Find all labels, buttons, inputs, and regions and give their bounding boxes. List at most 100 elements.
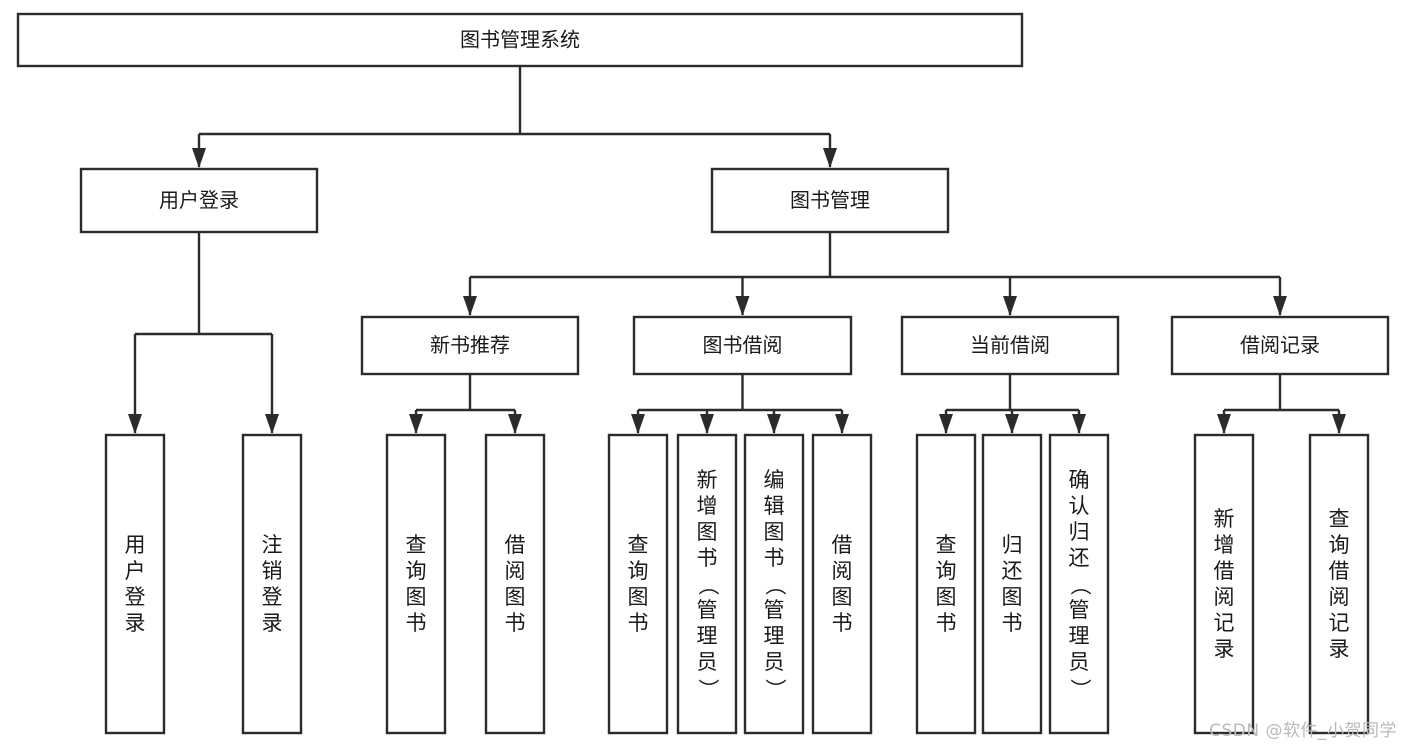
node-leaf-10-label-char: 管 — [1069, 598, 1090, 622]
node-leaf-2-label-char: 询 — [406, 559, 427, 583]
arrow-down-icon-leaf-0-0 — [128, 414, 142, 434]
node-leaf-7-rect — [811, 433, 873, 735]
node-leaf-8-label-char: 询 — [936, 559, 957, 583]
node-leaf-5-label-char: 管 — [697, 598, 718, 622]
csdn-watermark: CSDN @软件_小贺同学 — [1209, 721, 1397, 741]
arrow-down-icon-leaf-4-1 — [1332, 414, 1346, 434]
node-leaf-8-label-char: 图 — [936, 585, 957, 609]
node-leaf-9-rect — [981, 433, 1043, 735]
node-leaf-5-label-char: 员 — [697, 650, 718, 674]
node-leaf-7-label-char: 阅 — [832, 559, 853, 583]
node-leaf-0-rect — [104, 433, 166, 735]
node-leaf-11-label-char: 借 — [1214, 559, 1235, 583]
node-leaf-11-label-char: 录 — [1214, 637, 1235, 661]
node-leaf-4-label-char: 图 — [628, 585, 649, 609]
arrow-down-icon-leaf-0-1 — [265, 414, 279, 434]
node-leaf-0[interactable]: 用户登录 — [104, 433, 166, 735]
node-leaf-5-rect — [676, 433, 738, 735]
arrow-down-icon-leaf-1-1 — [508, 414, 522, 434]
node-layer: 图书管理系统用户登录图书管理新书推荐图书借阅当前借阅借阅记录用户登录注销登录查询… — [16, 12, 1390, 735]
node-leaf-7-label-char: 借 — [832, 533, 853, 557]
node-leaf-5-label-char: ） — [696, 679, 720, 700]
node-leaf-10-label-char: 员 — [1069, 650, 1090, 674]
node-level2-1[interactable]: 图书管理 — [710, 167, 950, 234]
node-leaf-6-label-char: 管 — [764, 598, 785, 622]
node-level3-0[interactable]: 新书推荐 — [360, 315, 580, 376]
node-leaf-10-label-char: 归 — [1069, 520, 1090, 544]
node-leaf-12-label-char: 询 — [1329, 533, 1350, 557]
node-leaf-10-label-char: 确 — [1069, 468, 1090, 492]
node-level3-3[interactable]: 借阅记录 — [1170, 315, 1390, 376]
node-leaf-10-label-char: 认 — [1069, 494, 1090, 518]
node-leaf-2-rect — [385, 433, 447, 735]
arrow-down-icon-l3-3 — [1273, 296, 1287, 316]
node-level3-0-label: 新书推荐 — [430, 333, 510, 357]
node-leaf-6-label-char: 书 — [764, 546, 785, 570]
node-leaf-5-label-char: 增 — [697, 494, 718, 518]
arrow-down-icon-leaf-3-1 — [1005, 414, 1019, 434]
node-leaf-6-label-char: 图 — [764, 520, 785, 544]
node-root-system[interactable]: 图书管理系统 — [16, 12, 1024, 68]
node-root-system-rect — [16, 12, 1024, 68]
node-leaf-11-rect — [1193, 433, 1255, 735]
node-leaf-2-label-char: 查 — [406, 533, 427, 557]
node-leaf-11-label-char: 增 — [1214, 533, 1235, 557]
node-leaf-11-label-char: 新 — [1214, 507, 1235, 531]
node-leaf-6-label-char: ） — [763, 679, 787, 700]
node-level3-2-rect — [900, 315, 1120, 376]
arrow-down-icon-leaf-1-0 — [409, 414, 423, 434]
node-leaf-1-label-char: 注 — [262, 533, 283, 557]
node-leaf-6-label-char: （ — [763, 575, 787, 596]
node-leaf-3-label-char: 图 — [505, 585, 526, 609]
arrow-down-icon-leaf-3-2 — [1072, 414, 1086, 434]
node-leaf-5-label-char: 书 — [697, 546, 718, 570]
node-leaf-9-label-char: 书 — [1002, 611, 1023, 635]
node-leaf-5-label-char: 图 — [697, 520, 718, 544]
node-level3-2[interactable]: 当前借阅 — [900, 315, 1120, 376]
arrow-down-icon-leaf-2-0 — [631, 414, 645, 434]
node-leaf-8-label-char: 查 — [936, 533, 957, 557]
node-leaf-6-label-char: 理 — [764, 624, 785, 648]
node-leaf-9-label-char: 还 — [1002, 559, 1023, 583]
node-level3-1-rect — [632, 315, 853, 376]
node-leaf-10-label-char: 还 — [1069, 546, 1090, 570]
node-level2-1-label: 图书管理 — [790, 188, 870, 212]
node-leaf-4-label-char: 查 — [628, 533, 649, 557]
node-leaf-0-label-char: 用 — [125, 533, 146, 557]
node-leaf-10-label-char: （ — [1068, 575, 1092, 596]
node-leaf-1-label-char: 销 — [262, 559, 283, 583]
node-leaf-5-label-char: 理 — [697, 624, 718, 648]
arrow-down-icon-leaf-3-0 — [939, 414, 953, 434]
node-leaf-12-label-char: 阅 — [1329, 585, 1350, 609]
node-level3-2-label: 当前借阅 — [970, 333, 1050, 357]
node-leaf-0-label-char: 户 — [125, 559, 146, 583]
node-leaf-6-label-char: 员 — [764, 650, 785, 674]
node-leaf-0-label-char: 录 — [125, 611, 146, 635]
node-level3-0-rect — [360, 315, 580, 376]
node-leaf-12-label-char: 借 — [1329, 559, 1350, 583]
node-leaf-1-rect — [241, 433, 303, 735]
node-leaf-7-label-char: 图 — [832, 585, 853, 609]
node-leaf-12-label-char: 录 — [1329, 637, 1350, 661]
arrow-down-icon-leaf-2-2 — [767, 414, 781, 434]
node-level3-3-label: 借阅记录 — [1240, 333, 1320, 357]
node-level3-1[interactable]: 图书借阅 — [632, 315, 853, 376]
connector-layer — [128, 66, 1346, 434]
node-leaf-4-label-char: 书 — [628, 611, 649, 635]
node-leaf-11-label-char: 记 — [1214, 611, 1235, 635]
node-level2-0[interactable]: 用户登录 — [79, 167, 319, 234]
arrow-down-icon-l3-0 — [463, 296, 477, 316]
